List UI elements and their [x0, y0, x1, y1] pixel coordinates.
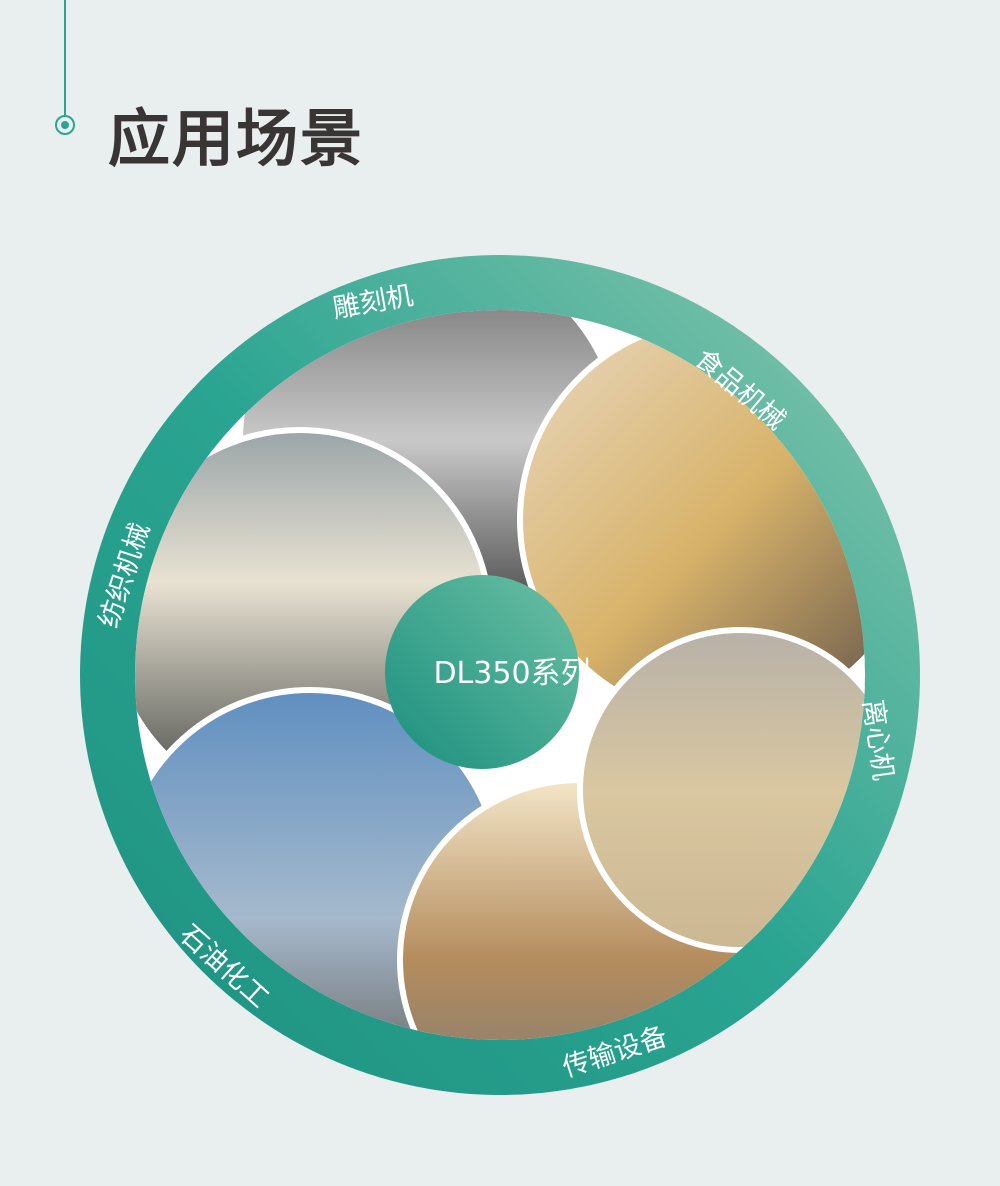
center-circle [385, 575, 579, 769]
page-title: 应用场景 [108, 102, 365, 175]
center-label: DL350系列 [433, 656, 591, 691]
decorative-line [64, 0, 66, 115]
bullet-dot-icon [55, 115, 75, 135]
